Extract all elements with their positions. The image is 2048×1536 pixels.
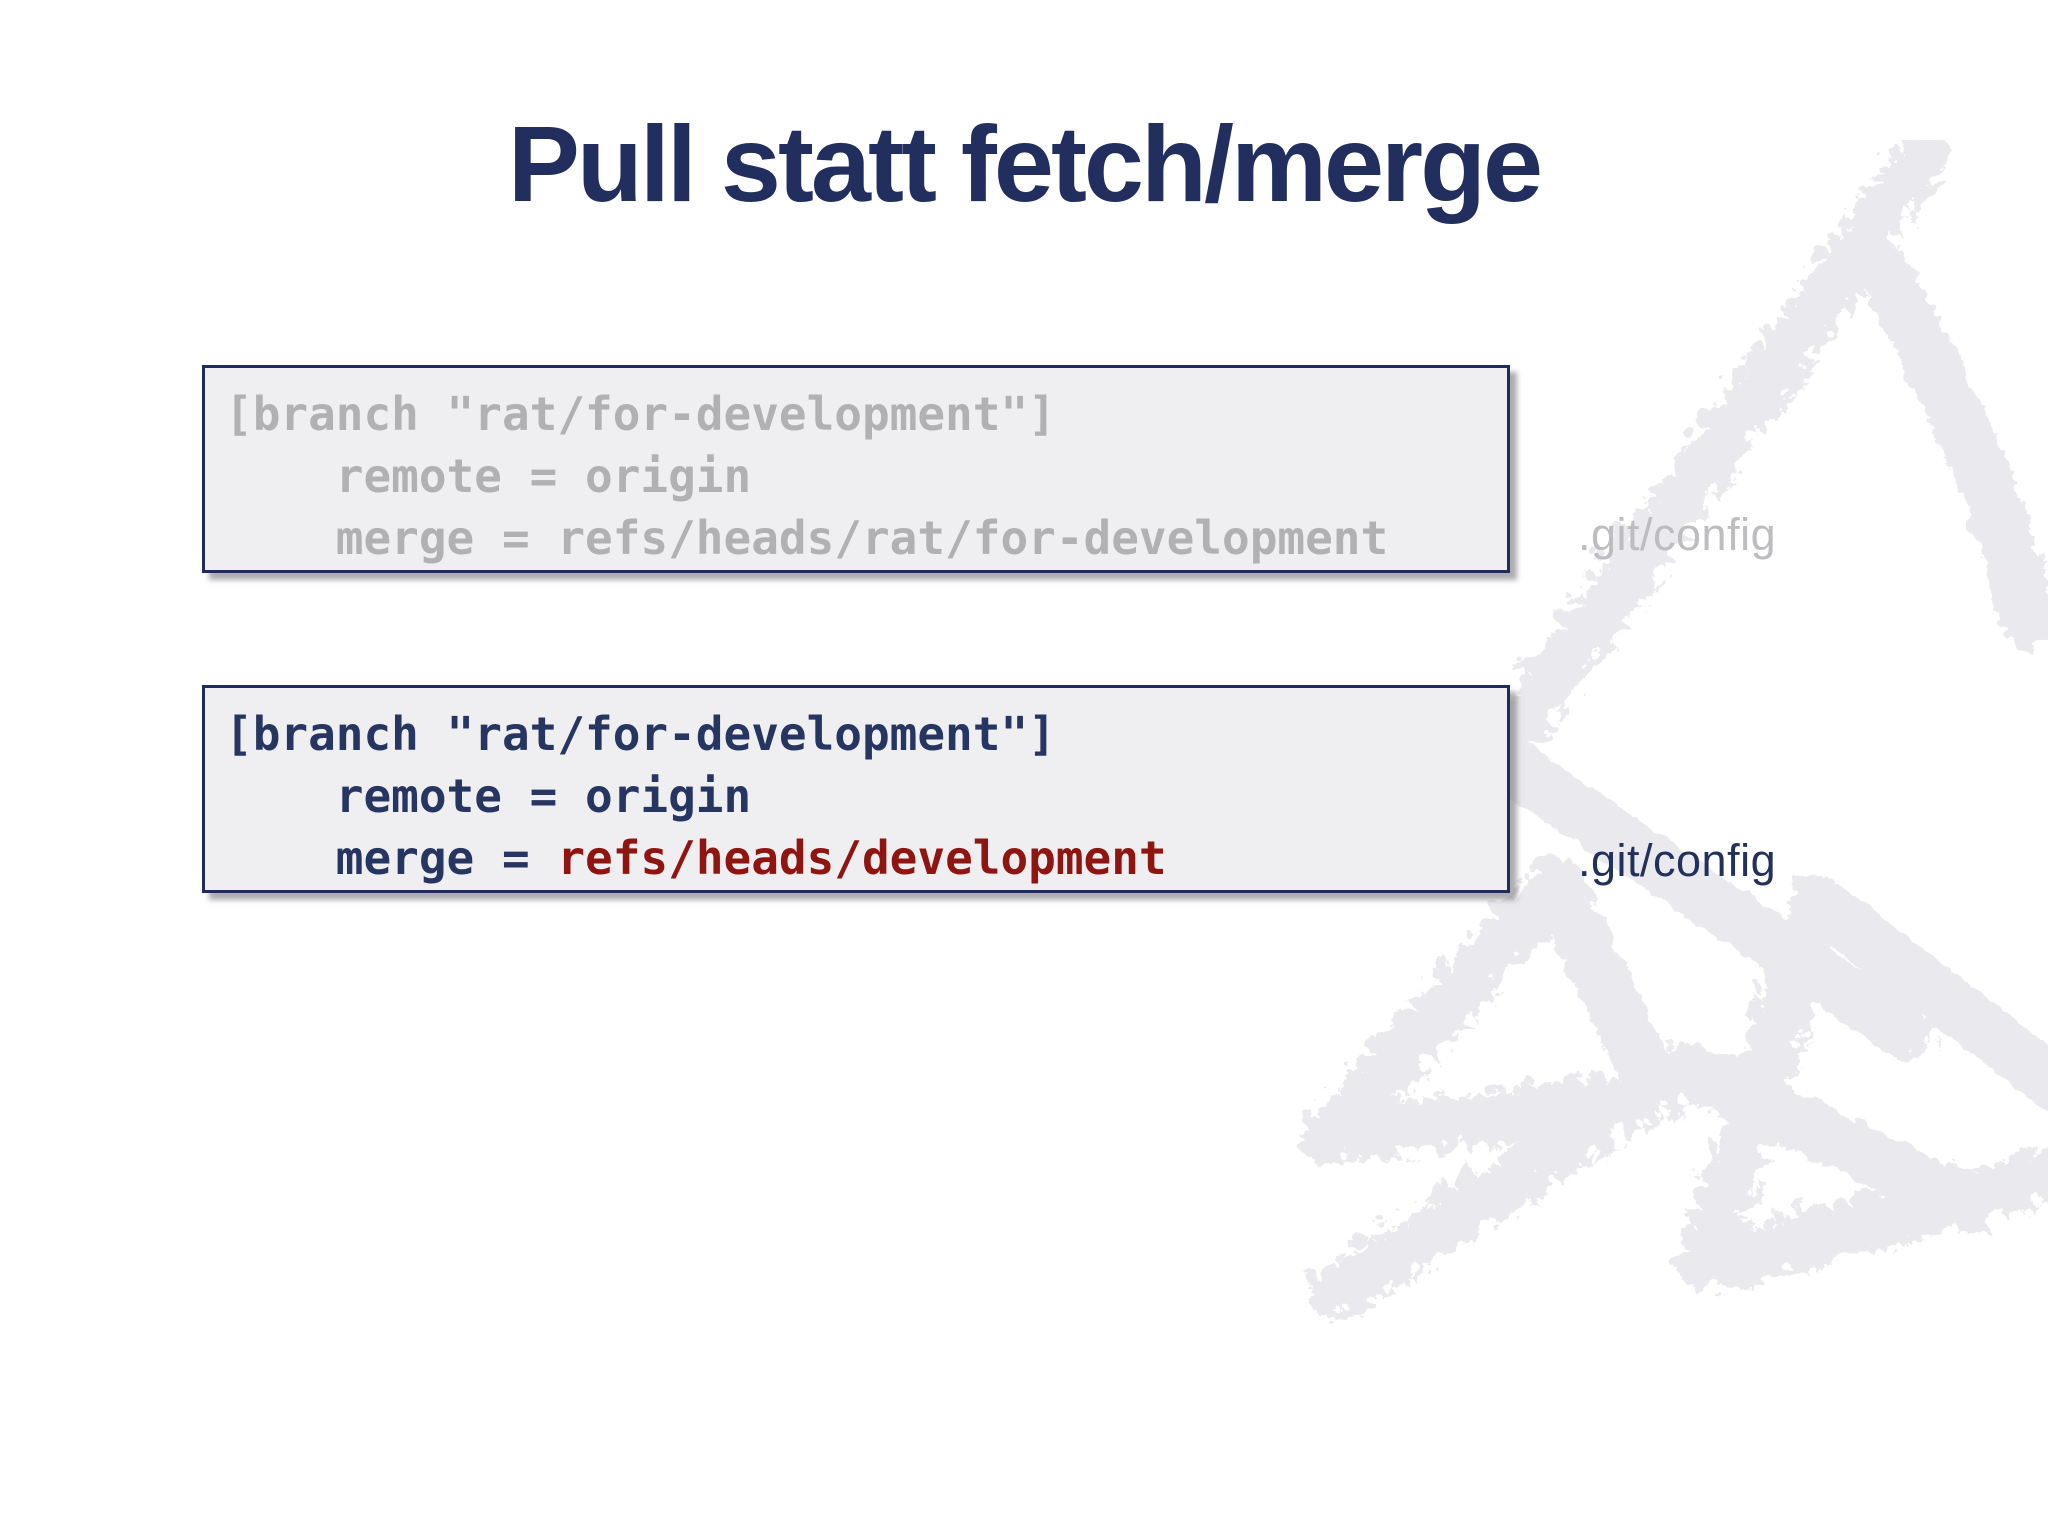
merge-ref-highlight: refs/heads/development [557, 831, 1167, 885]
git-config-box-old: [branch "rat/for-development"] remote = … [202, 365, 1510, 573]
config-line-branch-old: [branch "rat/for-development"] [225, 387, 1056, 441]
config-line-merge-old: merge = refs/heads/rat/for-development [225, 511, 1389, 565]
git-config-filename-label-new: .git/config [1578, 835, 1777, 886]
config-line-branch-new: [branch "rat/for-development"] [225, 707, 1056, 761]
config-line-remote-new: remote = origin [225, 769, 752, 823]
git-config-box-new: [branch "rat/for-development"] remote = … [202, 685, 1510, 893]
merge-key-prefix: merge = [225, 831, 558, 885]
git-config-filename-label-old: .git/config [1578, 509, 1777, 560]
slide-title: Pull statt fetch/merge [507, 103, 1543, 224]
config-line-merge-new: merge = refs/heads/development [225, 827, 1487, 889]
config-line-remote-old: remote = origin [225, 449, 752, 503]
